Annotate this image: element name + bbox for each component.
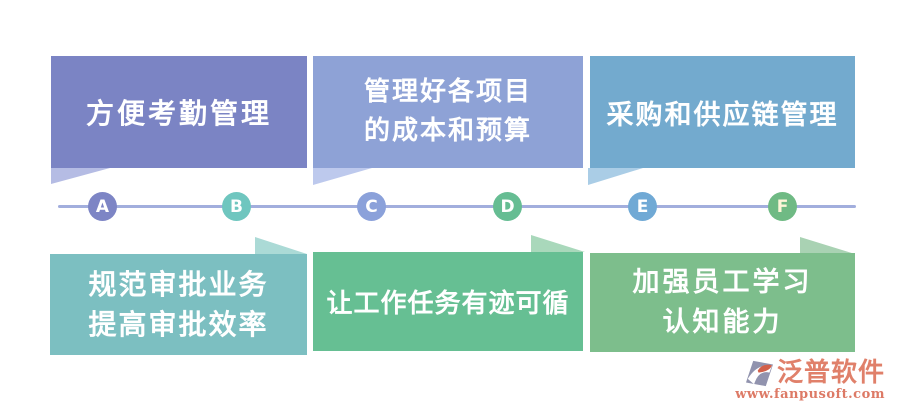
node-c-label: C	[365, 196, 378, 217]
callout-approval-text: 规范审批业务 提高审批效率	[88, 267, 269, 341]
node-e-label: E	[636, 196, 649, 217]
node-f-label: F	[776, 196, 789, 217]
fanpu-logo-icon	[745, 360, 774, 387]
callout-learning: 加强员工学习 认知能力	[590, 253, 855, 352]
callout-procurement: 采购和供应链管理	[590, 56, 855, 168]
timeline-node-a: A	[88, 192, 117, 221]
callout-approval-tail	[255, 237, 307, 254]
timeline-node-d: D	[493, 192, 522, 221]
watermark-url: www.fanpusoft.com	[735, 387, 885, 402]
callout-task-trace-text: 让工作任务有迹可循	[326, 289, 570, 319]
callout-attendance-tail	[51, 168, 110, 184]
node-a-label: A	[95, 196, 110, 217]
callout-cost-budget: 管理好各项目 的成本和预算	[313, 56, 583, 168]
callout-cost-budget-tail	[313, 168, 372, 185]
timeline-node-b: B	[222, 192, 251, 221]
node-b-label: B	[230, 196, 243, 217]
timeline-line	[58, 205, 856, 208]
watermark-brand: 泛普软件	[776, 358, 885, 388]
callout-procurement-text: 采购和供应链管理	[606, 99, 839, 131]
callout-task-trace: 让工作任务有迹可循	[313, 252, 583, 351]
timeline-node-e: E	[628, 192, 657, 221]
callout-learning-tail	[800, 237, 855, 254]
node-d-label: D	[500, 196, 515, 217]
callout-approval: 规范审批业务 提高审批效率	[50, 254, 307, 355]
callout-task-trace-tail	[531, 235, 585, 252]
callout-attendance-text: 方便考勤管理	[85, 97, 272, 130]
callout-procurement-tail	[588, 168, 643, 185]
watermark: 泛普软件 www.fanpusoft.com	[735, 359, 885, 402]
callout-attendance: 方便考勤管理	[51, 56, 307, 168]
callout-cost-budget-text: 管理好各项目 的成本和预算	[363, 77, 532, 146]
callout-learning-text: 加强员工学习 认知能力	[632, 266, 813, 338]
timeline-node-c: C	[357, 192, 386, 221]
timeline-node-f: F	[768, 192, 797, 221]
